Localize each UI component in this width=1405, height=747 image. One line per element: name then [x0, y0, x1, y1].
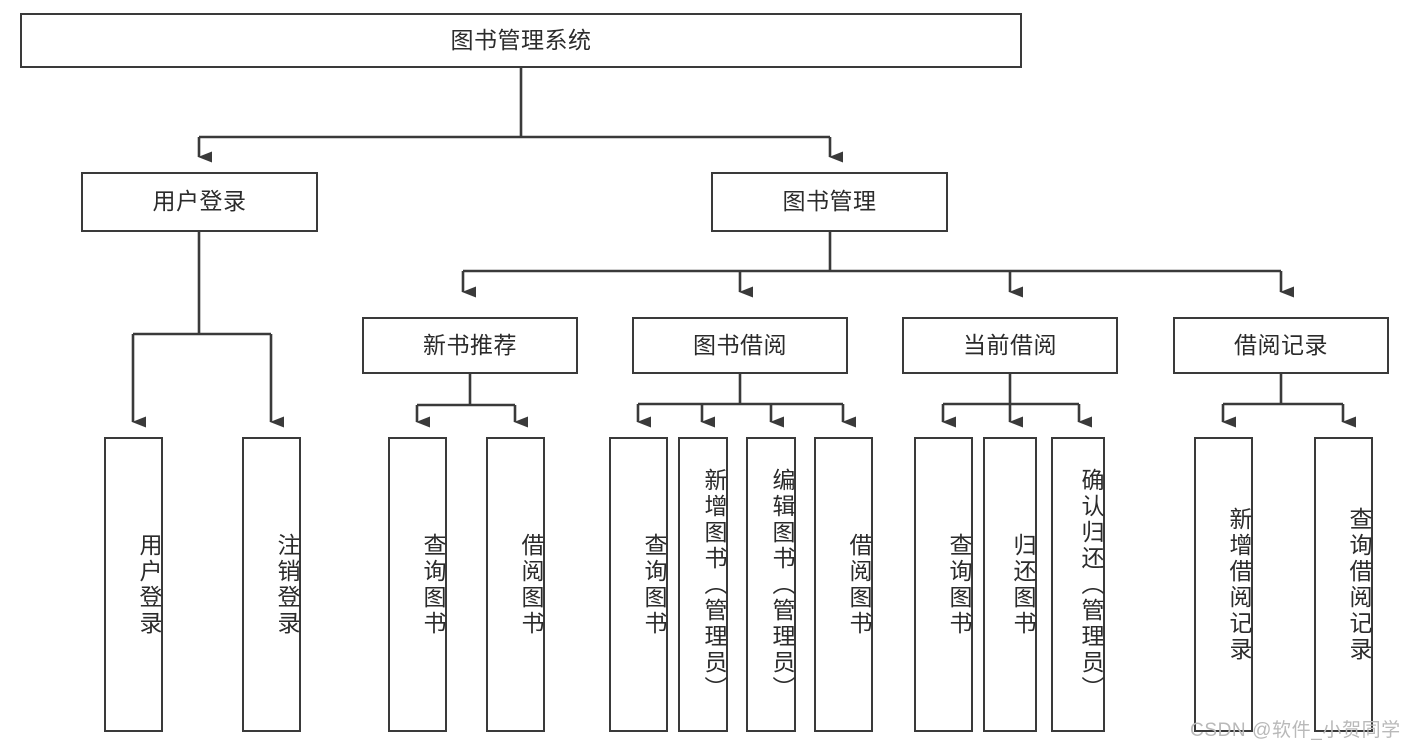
leaf-user-logout-label: 注销登录	[274, 532, 300, 637]
leaf-add-book[interactable]: 新增图书（管理员）	[678, 437, 728, 732]
leaf-edit-book[interactable]: 编辑图书（管理员）	[746, 437, 796, 732]
node-new-book-recommend-label: 新书推荐	[423, 331, 517, 358]
leaf-return-book[interactable]: 归还图书	[983, 437, 1037, 732]
csdn-watermark: CSDN @软件_小贺同学	[1190, 720, 1401, 741]
leaf-user-logout[interactable]: 注销登录	[242, 437, 301, 732]
leaf-query-book-2[interactable]: 查询图书	[609, 437, 668, 732]
leaf-user-login-label: 用户登录	[136, 532, 162, 637]
leaf-confirm-return[interactable]: 确认归还（管理员）	[1051, 437, 1105, 732]
node-book-management[interactable]: 图书管理	[711, 172, 948, 232]
leaf-query-record[interactable]: 查询借阅记录	[1314, 437, 1373, 732]
leaf-query-book-3-label: 查询图书	[946, 532, 972, 637]
node-borrow-record[interactable]: 借阅记录	[1173, 317, 1389, 374]
leaf-return-book-label: 归还图书	[1010, 532, 1036, 637]
node-book-borrow-label: 图书借阅	[693, 331, 787, 358]
node-book-borrow[interactable]: 图书借阅	[632, 317, 848, 374]
node-current-borrow-label: 当前借阅	[963, 331, 1057, 358]
leaf-user-login[interactable]: 用户登录	[104, 437, 163, 732]
leaf-query-book-1-label: 查询图书	[420, 532, 446, 637]
leaf-borrow-book-2[interactable]: 借阅图书	[814, 437, 873, 732]
leaf-confirm-return-label: 确认归还（管理员）	[1078, 467, 1104, 702]
node-book-management-label: 图书管理	[782, 188, 877, 215]
leaf-borrow-book-2-label: 借阅图书	[846, 532, 872, 637]
leaf-edit-book-label: 编辑图书（管理员）	[769, 467, 795, 702]
leaf-add-record[interactable]: 新增借阅记录	[1194, 437, 1253, 732]
leaf-query-book-1[interactable]: 查询图书	[388, 437, 447, 732]
leaf-borrow-book-1-label: 借阅图书	[518, 532, 544, 637]
leaf-query-book-3[interactable]: 查询图书	[914, 437, 973, 732]
leaf-query-book-2-label: 查询图书	[641, 532, 667, 637]
leaf-borrow-book-1[interactable]: 借阅图书	[486, 437, 545, 732]
node-user-login[interactable]: 用户登录	[81, 172, 318, 232]
node-user-login-label: 用户登录	[152, 188, 247, 215]
leaf-query-record-label: 查询借阅记录	[1346, 506, 1372, 663]
node-current-borrow[interactable]: 当前借阅	[902, 317, 1118, 374]
node-borrow-record-label: 借阅记录	[1234, 331, 1328, 358]
leaf-add-book-label: 新增图书（管理员）	[701, 467, 727, 702]
node-root-label: 图书管理系统	[450, 26, 592, 53]
leaf-add-record-label: 新增借阅记录	[1226, 506, 1252, 663]
node-new-book-recommend[interactable]: 新书推荐	[362, 317, 578, 374]
node-root[interactable]: 图书管理系统	[20, 13, 1022, 68]
